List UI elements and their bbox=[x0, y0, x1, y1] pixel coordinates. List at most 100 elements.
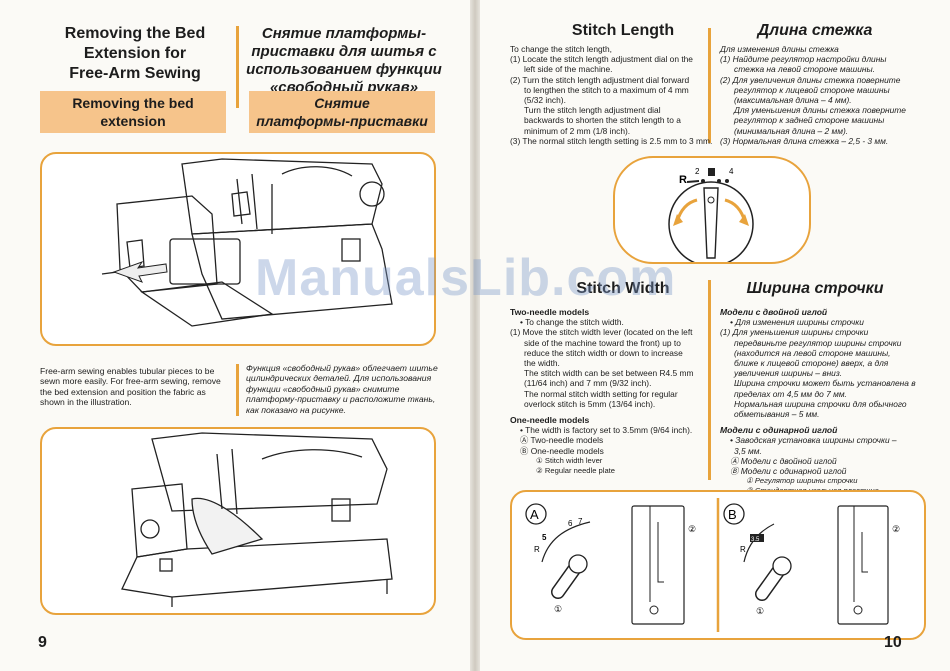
diagram-letter-b: B bbox=[728, 507, 737, 522]
callout-1: ① bbox=[756, 606, 764, 616]
text-line: (2) Для увеличения длины стежка повернит… bbox=[720, 74, 901, 85]
scale-label: R bbox=[534, 545, 540, 554]
subheading: Two-needle models bbox=[510, 307, 590, 317]
text-line: (находится на левой стороне машины, bbox=[734, 347, 891, 358]
dial-label-4: 4 bbox=[729, 167, 734, 176]
text-line: Ⓑ Модели с одинарной иглой bbox=[730, 466, 847, 477]
title-line: Free-Arm Sewing bbox=[69, 65, 201, 82]
text-line: Ⓐ Two-needle models bbox=[520, 435, 604, 446]
text-line: backwards to shorten the stitch length t… bbox=[524, 115, 681, 126]
text-line: left side of the machine. bbox=[524, 64, 613, 75]
text-line: ближе к лицевой стороне) вверх, а для bbox=[734, 358, 889, 369]
text-line: to lengthen the stitch to a maximum of 4… bbox=[524, 84, 689, 95]
diagram-a: A 6 7 5 R ① ② bbox=[525, 503, 696, 625]
text-line: the width. bbox=[524, 358, 560, 369]
text-line: регулятор к лицевой стороне машины bbox=[734, 84, 890, 95]
callout-1: ① bbox=[554, 604, 562, 614]
text-line: Ⓑ One-needle models bbox=[520, 445, 604, 456]
text-line: • Заводская установка ширины строчки – bbox=[730, 435, 897, 446]
text-line: Для изменения длины стежка bbox=[720, 44, 839, 54]
callout-2: ② bbox=[892, 524, 900, 534]
arrow-icon bbox=[673, 214, 683, 226]
text-line: обметывания – 5 мм. bbox=[734, 409, 820, 420]
text-line: регулятор к задней стороне машины bbox=[734, 115, 885, 126]
arrow-left-icon bbox=[112, 261, 168, 283]
stitch-width-title-ru: Ширина строчки bbox=[746, 280, 884, 297]
para-line: shown in the illustration. bbox=[40, 397, 132, 408]
text-line: (1) Move the stitch width lever (located… bbox=[510, 327, 693, 338]
illustration-free-arm bbox=[40, 427, 436, 615]
box-line: платформы-приставки bbox=[256, 113, 428, 129]
text-line: (максимальная длина – 4 мм). bbox=[734, 95, 852, 106]
diagram-letter-a: A bbox=[530, 507, 539, 522]
title-line: использованием функции bbox=[246, 61, 442, 78]
text-line: minimum of 2 mm (1/8 inch). bbox=[524, 125, 631, 136]
paragraph-ru: Функция «свободный рукав» облегчает шить… bbox=[246, 363, 442, 415]
text-line: overlock stitch is 5mm (13/64 inch). bbox=[524, 398, 656, 409]
stitch-length-text-en: To change the stitch length, (1) Locate … bbox=[510, 44, 713, 146]
stitch-width-text-ru: Модели с двойной иглой • Для изменения ш… bbox=[720, 307, 924, 497]
scale-label: 7 bbox=[578, 517, 583, 526]
para-line: цилиндрических деталей. Для использовани… bbox=[246, 373, 432, 384]
stitch-length-dial: R 2 4 bbox=[613, 156, 811, 264]
box-line: extension bbox=[100, 113, 166, 129]
text-line: • The width is factory set to 3.5mm (9/6… bbox=[520, 425, 693, 436]
text-line: (1) Для уменьшения ширины строчки bbox=[720, 327, 869, 338]
text-line: Нормальная ширина строчки для обычного bbox=[734, 398, 907, 409]
divider-bar bbox=[236, 26, 239, 108]
title-line: Removing the Bed bbox=[64, 25, 206, 42]
right-page: Stitch Length Длина стежка To change the… bbox=[478, 0, 950, 671]
text-line: (5/32 inch). bbox=[524, 95, 566, 106]
text-line: ① Регулятор ширины строчки bbox=[746, 476, 858, 486]
title-line: Снятие платформы- bbox=[261, 25, 427, 42]
dial-label-r: R bbox=[679, 174, 687, 186]
para-line: sewn more easily. For free-arm sewing, r… bbox=[40, 376, 221, 387]
text-line: увеличения ширины – вниз. bbox=[734, 368, 843, 379]
para-line: Free-arm sewing enables tubular pieces t… bbox=[40, 366, 215, 376]
text-line: передвиньте регулятор ширины строчки bbox=[734, 337, 902, 348]
subheading: One-needle models bbox=[510, 415, 590, 426]
scale-label: R bbox=[740, 545, 746, 554]
stitch-length-title-ru: Длина стежка bbox=[757, 22, 873, 39]
text-line: ② Regular needle plate bbox=[536, 466, 616, 476]
text-line: Для уменьшения длины стежка поверните bbox=[734, 105, 906, 116]
box-line: Снятие bbox=[314, 95, 370, 111]
text-line: side of the machine toward the front) up… bbox=[524, 337, 681, 348]
text-line: (11/64 inch) and 7 mm (9/32 inch). bbox=[524, 378, 652, 389]
illustration-remove-bed bbox=[40, 152, 436, 346]
dial-drawing: R 2 4 bbox=[668, 167, 754, 262]
text-line: (1) Locate the stitch length adjustment … bbox=[510, 54, 693, 65]
title-line: приставки для шитья с bbox=[251, 43, 437, 60]
width-diagrams-drawing: A 6 7 5 R ① ② B bbox=[525, 498, 900, 632]
stitch-length-title-en: Stitch Length bbox=[571, 22, 675, 39]
diagram-b: B 3.5 R ① ② bbox=[723, 503, 900, 625]
para-line: функции «свободный рукав» снимите bbox=[246, 383, 400, 394]
text-line: 3,5 мм. bbox=[734, 445, 762, 456]
text-line: (1) Найдите регулятор настройки длины bbox=[720, 54, 887, 65]
divider-bar bbox=[708, 28, 711, 143]
dial-label-2: 2 bbox=[695, 167, 700, 176]
text-line: reduce the stitch width or down to incre… bbox=[524, 347, 683, 358]
section-box-ru: Снятие платформы-приставки bbox=[249, 91, 435, 133]
stitch-length-text-ru: Для изменения длины стежка (1) Найдите р… bbox=[720, 44, 920, 146]
section-box-en: Removing the bed extension bbox=[40, 91, 226, 133]
divider-bar bbox=[708, 280, 711, 480]
text-line: ① Stitch width lever bbox=[536, 455, 603, 465]
page-number-left: 9 bbox=[38, 634, 47, 651]
text-line: (3) The normal stitch length setting is … bbox=[510, 135, 713, 146]
para-line: как показано на рисунке. bbox=[246, 404, 346, 415]
scale-label: 6 bbox=[568, 519, 573, 528]
para-line: the bed extension and position the fabri… bbox=[40, 386, 206, 397]
text-line: The stitch width can be set between R4.5… bbox=[524, 368, 694, 379]
left-title-ru: Снятие платформы- приставки для шитья с … bbox=[246, 25, 442, 97]
text-line: (3) Нормальная длина стежка – 2,5 - 3 мм… bbox=[720, 135, 889, 146]
text-line: The normal stitch width setting for regu… bbox=[524, 388, 678, 399]
paragraph-en: Free-arm sewing enables tubular pieces t… bbox=[40, 366, 236, 408]
text-line: • To change the stitch width. bbox=[520, 317, 624, 328]
watermark: ManualsLib.com bbox=[255, 249, 677, 307]
left-title-en: Removing the Bed Extension for Free-Arm … bbox=[40, 24, 230, 84]
page-number-right: 10 bbox=[884, 634, 902, 651]
box-line: Removing the bed bbox=[72, 95, 194, 111]
stitch-width-diagrams: A 6 7 5 R ① ② B bbox=[510, 490, 926, 640]
title-line: Extension for bbox=[83, 45, 187, 62]
